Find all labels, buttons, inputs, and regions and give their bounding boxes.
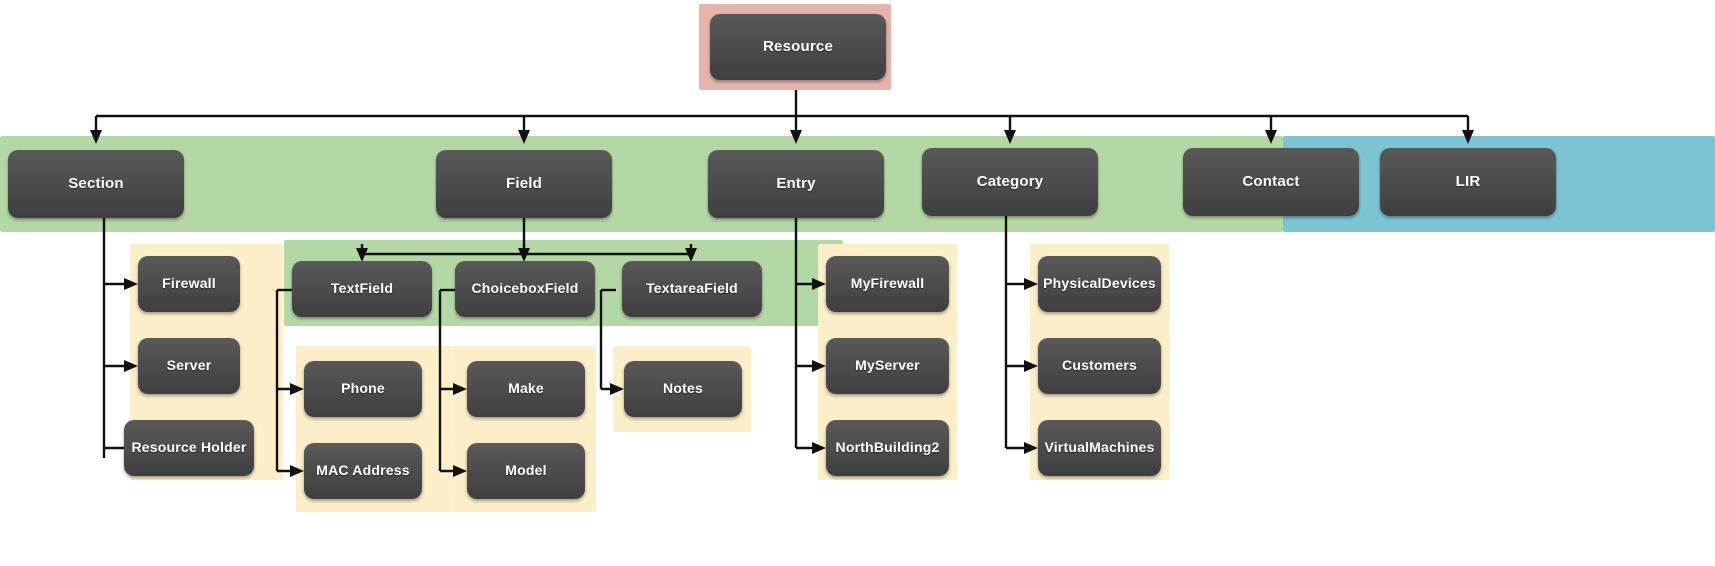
node-physicaldevices[interactable]: PhysicalDevices xyxy=(1038,256,1161,312)
node-entry[interactable]: Entry xyxy=(708,150,884,218)
node-firewall[interactable]: Firewall xyxy=(138,256,240,312)
node-northbuilding2[interactable]: NorthBuilding2 xyxy=(826,420,949,476)
node-field[interactable]: Field xyxy=(436,150,612,218)
node-make[interactable]: Make xyxy=(467,361,585,417)
node-model[interactable]: Model xyxy=(467,443,585,499)
node-notes[interactable]: Notes xyxy=(624,361,742,417)
node-textfield[interactable]: TextField xyxy=(292,261,432,317)
node-mac-address[interactable]: MAC Address xyxy=(304,443,422,499)
node-myfirewall[interactable]: MyFirewall xyxy=(826,256,949,312)
node-customers[interactable]: Customers xyxy=(1038,338,1161,394)
node-category[interactable]: Category xyxy=(922,148,1098,216)
node-resource[interactable]: Resource xyxy=(710,14,886,80)
node-phone[interactable]: Phone xyxy=(304,361,422,417)
node-section[interactable]: Section xyxy=(8,150,184,218)
node-lir[interactable]: LIR xyxy=(1380,148,1556,216)
node-resource-holder[interactable]: Resource Holder xyxy=(124,420,254,476)
node-textareafield[interactable]: TextareaField xyxy=(622,261,762,317)
node-virtualmachines[interactable]: VirtualMachines xyxy=(1038,420,1161,476)
node-choiceboxfield[interactable]: ChoiceboxField xyxy=(455,261,595,317)
node-server[interactable]: Server xyxy=(138,338,240,394)
node-contact[interactable]: Contact xyxy=(1183,148,1359,216)
node-myserver[interactable]: MyServer xyxy=(826,338,949,394)
